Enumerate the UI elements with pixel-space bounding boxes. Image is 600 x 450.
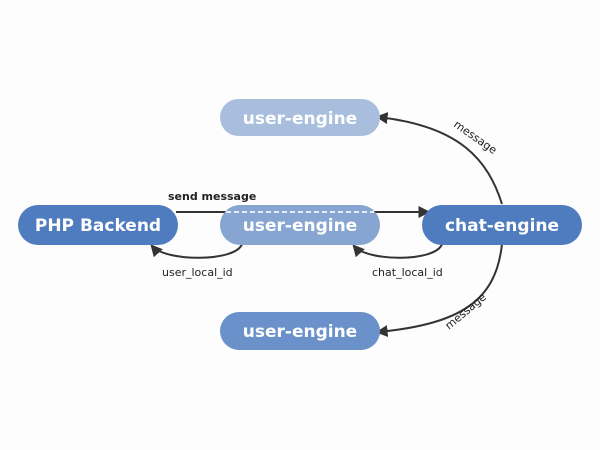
send-message-label: send message	[168, 190, 256, 203]
php-backend-label: PHP Backend	[35, 216, 161, 236]
chat-engine-box	[422, 205, 582, 245]
message-top-arrow	[375, 112, 503, 205]
user-engine-top-box	[220, 99, 380, 136]
node-user-engine-top: user-engine	[220, 99, 380, 136]
message-bottom-label: message	[443, 290, 489, 332]
user-local-id-label: user_local_id	[162, 266, 233, 279]
message-bottom-arrow	[375, 243, 503, 338]
edge-chat-local-id: chat_local_id	[352, 243, 443, 279]
node-user-engine-bottom: user-engine	[220, 312, 380, 350]
user-engine-middle-box	[220, 205, 380, 245]
node-php-backend: PHP Backend	[18, 205, 178, 245]
edge-message-top: message	[375, 112, 503, 205]
user-local-id-arrow	[150, 243, 243, 259]
user-engine-middle-label: user-engine	[243, 216, 357, 236]
node-user-engine-middle: user-engine	[220, 205, 380, 245]
user-engine-top-label: user-engine	[243, 109, 357, 129]
chat-engine-label: chat-engine	[445, 216, 559, 236]
node-chat-engine: chat-engine	[422, 205, 582, 245]
message-top-label: message	[451, 118, 499, 157]
user-engine-bottom-box	[220, 312, 380, 350]
chat-local-id-arrow	[352, 243, 443, 259]
chat-local-id-label: chat_local_id	[372, 266, 443, 279]
edge-user-local-id: user_local_id	[150, 243, 243, 279]
user-engine-bottom-label: user-engine	[243, 322, 357, 342]
php-backend-box	[18, 205, 178, 245]
